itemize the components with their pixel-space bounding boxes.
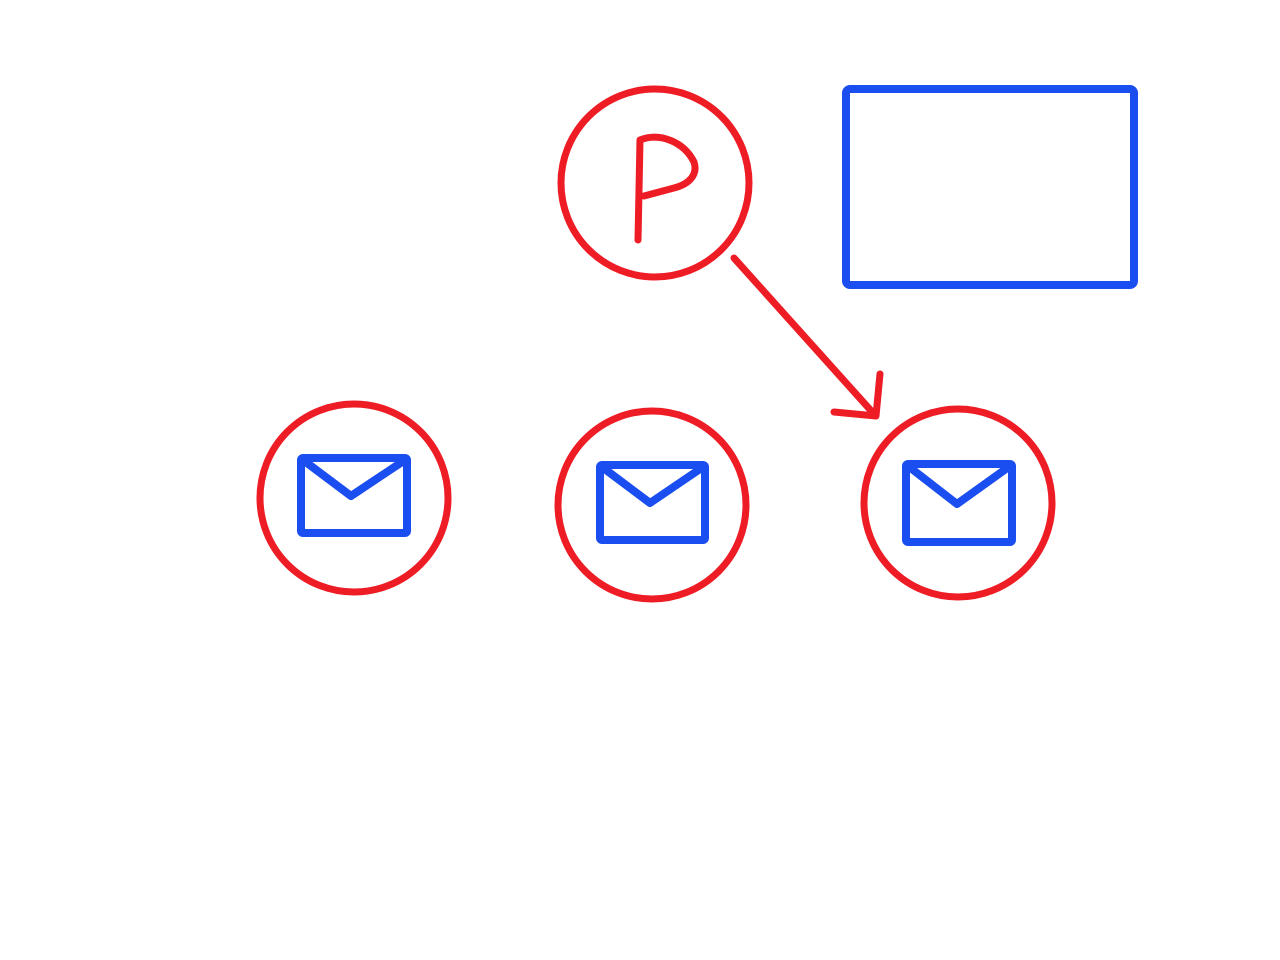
mail-node-2-circle	[554, 407, 750, 603]
envelope-icon	[297, 454, 411, 537]
p-node-circle	[557, 85, 753, 281]
mail-node-1	[256, 400, 452, 596]
envelope-icon	[596, 461, 709, 544]
blue-rectangle	[842, 85, 1138, 289]
envelope-icon	[902, 460, 1016, 546]
p-node-label: P	[616, 112, 693, 261]
mail-node-3	[860, 405, 1056, 601]
arrow-p-to-mail-3	[730, 254, 884, 420]
mail-node-2	[554, 407, 750, 603]
arrow-shaft	[730, 254, 878, 418]
p-node: P	[557, 85, 753, 281]
mail-node-1-circle	[256, 400, 452, 596]
arrow-head	[830, 370, 884, 420]
p-letter-glyph	[634, 133, 699, 244]
mail-node-3-circle	[860, 405, 1056, 601]
